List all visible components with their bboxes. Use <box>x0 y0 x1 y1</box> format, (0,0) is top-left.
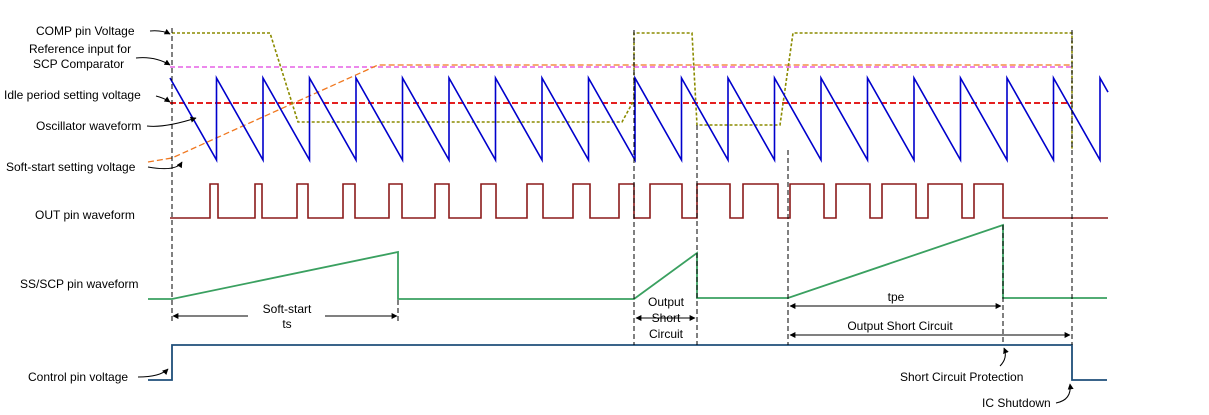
control-leader <box>137 368 169 378</box>
out-pin-waveform <box>170 183 1108 219</box>
comp-pin-waveform <box>172 32 1073 150</box>
label-oscillator: Oscillator waveform <box>36 119 141 133</box>
traces <box>147 32 1109 381</box>
annotation-soft-start: Soft-start <box>263 302 312 316</box>
label-comp-pin-voltage: COMP pin Voltage <box>36 24 135 38</box>
oscillator-leader <box>146 116 197 127</box>
reference-leader <box>135 57 171 66</box>
label-control-pin: Control pin voltage <box>28 370 128 384</box>
ic-shutdown-leader <box>1055 383 1074 404</box>
annotation-output-short-3: Circuit <box>649 327 684 341</box>
annotation-output-short-circuit: Output Short Circuit <box>847 319 953 333</box>
oscillator-waveform <box>169 74 1109 164</box>
time-markers <box>171 28 1073 345</box>
soft-start-setting-waveform <box>147 64 1072 163</box>
idle-leader <box>155 95 171 103</box>
annotation-tpe: tpe <box>888 290 905 304</box>
label-soft-start-setting: Soft-start setting voltage <box>6 160 136 174</box>
annotation-ic-shutdown: IC Shutdown <box>982 396 1051 410</box>
annotation-ts: ts <box>282 317 291 331</box>
annotations: Soft-start ts Output Short Circuit tpe O… <box>263 290 1051 410</box>
leader-lines <box>135 28 1074 404</box>
annotation-output-short-1: Output <box>648 295 685 309</box>
label-out-pin: OUT pin waveform <box>35 208 135 222</box>
annotation-scp: Short Circuit Protection <box>900 370 1023 384</box>
scp-leader <box>999 347 1009 367</box>
soft-start-leader <box>147 161 183 170</box>
label-ss-scp-pin: SS/SCP pin waveform <box>20 277 139 291</box>
label-reference-input-2: SCP Comparator <box>33 57 124 71</box>
control-pin-waveform <box>148 344 1107 381</box>
dimension-arrows <box>172 303 1071 338</box>
comp-leader <box>149 28 171 35</box>
label-reference-input-1: Reference input for <box>29 42 131 56</box>
annotation-output-short-2: Short <box>652 311 681 325</box>
ss-scp-pin-waveform <box>148 223 1107 300</box>
label-idle-period: Idle period setting voltage <box>4 88 141 102</box>
signal-labels: COMP pin Voltage Reference input for SCP… <box>4 24 141 384</box>
